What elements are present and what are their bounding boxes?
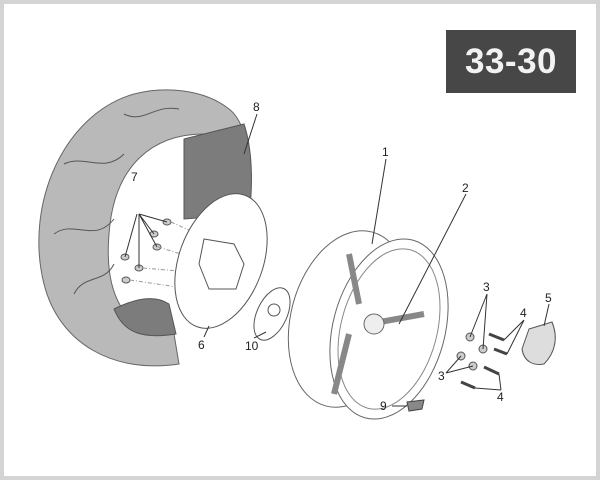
callout-9: 9 [380,399,387,413]
callout-5: 5 [545,291,552,305]
callout-3: 3 [483,280,490,294]
callout-6: 6 [198,338,205,352]
callout-8: 8 [253,100,260,114]
callout-3: 3 [438,369,445,383]
cap-5 [521,321,556,365]
exploded-wheel-diagram: 1 2 3 3 4 4 5 6 7 8 9 10 [38,89,556,420]
callout-1: 1 [382,145,389,159]
brake-disc [174,193,268,329]
callout-10: 10 [245,339,259,353]
callout-4: 4 [520,306,527,320]
page-number-badge: 33-30 [446,30,576,93]
weight-9 [392,399,425,412]
callout-2: 2 [462,181,469,195]
callout-4: 4 [497,390,504,404]
hub-ring [253,287,291,341]
leader-lines [203,113,550,391]
rim [287,230,449,420]
callout-labels: 1 2 3 3 4 4 5 6 7 8 9 10 [131,100,552,413]
callout-7: 7 [131,170,138,184]
